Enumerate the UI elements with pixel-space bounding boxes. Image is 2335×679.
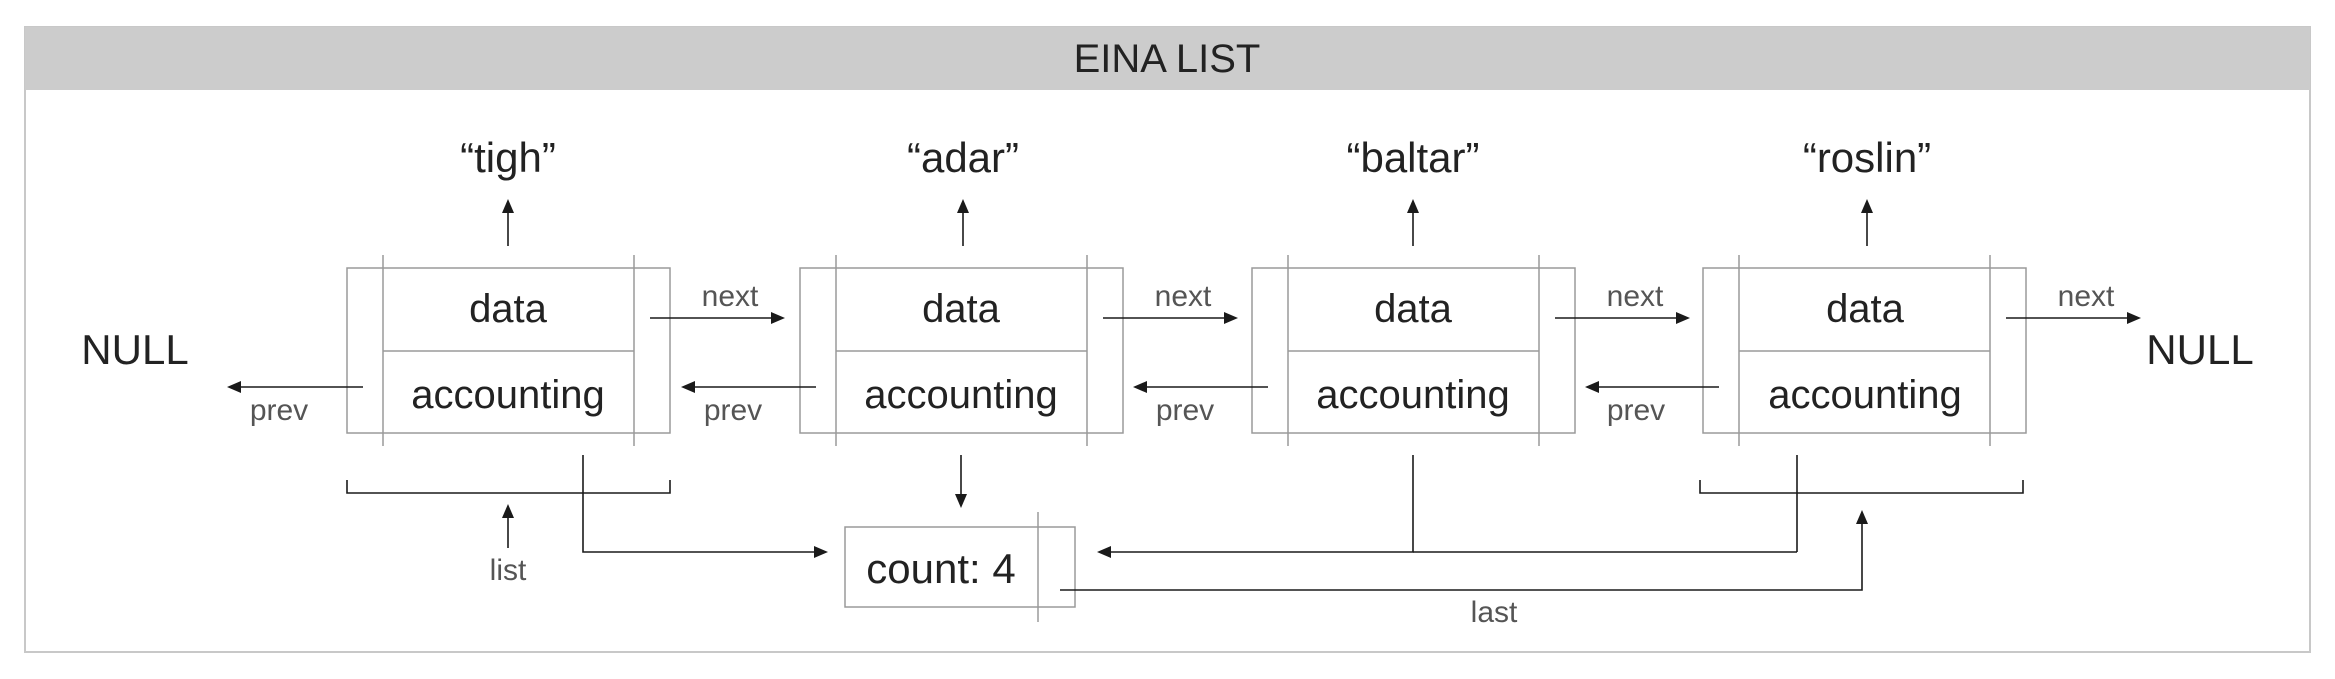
node-2-data-field: data	[922, 287, 1001, 331]
list-node-2: data accounting “adar”	[799, 134, 1124, 446]
list-label: list	[490, 554, 527, 587]
node-3-data-arrowhead	[1407, 199, 1419, 213]
list-node-3: data accounting “baltar”	[1251, 134, 1576, 446]
accounting-link-node-3-4	[1097, 455, 1798, 558]
list-head-bracket	[346, 480, 671, 494]
count-label: count: 4	[866, 545, 1015, 592]
prev-pointer-4: prev	[1585, 381, 1719, 427]
prev-pointer-1: prev	[227, 381, 363, 427]
list-pointer: list	[490, 504, 527, 587]
next-label-1: next	[702, 280, 759, 313]
next-pointer-2: next	[1103, 280, 1238, 324]
node-4-value: “roslin”	[1803, 134, 1931, 181]
node-3-accounting-field: accounting	[1316, 373, 1509, 417]
accounting-link-node-2	[955, 455, 967, 508]
accounting-link-node-1	[582, 455, 828, 558]
prev-pointer-3: prev	[1133, 381, 1268, 427]
count-box-rect	[844, 526, 1076, 608]
list-node-4: data accounting “roslin”	[1702, 134, 2027, 446]
last-label: last	[1471, 596, 1518, 629]
prev-label-3: prev	[1156, 394, 1214, 427]
node-4-data-field: data	[1826, 287, 1905, 331]
diagram-title: EINA LIST	[1074, 37, 1261, 81]
next-pointer-1: next	[650, 280, 785, 324]
node-3-value: “baltar”	[1346, 134, 1479, 181]
count-box: count: 4	[844, 512, 1076, 622]
node-1-value: “tigh”	[460, 134, 556, 181]
prev-pointer-2: prev	[681, 381, 816, 427]
node-2-accounting-field: accounting	[864, 373, 1057, 417]
null-left: NULL	[81, 326, 188, 373]
null-right: NULL	[2146, 326, 2253, 373]
node-1-accounting-field: accounting	[411, 373, 604, 417]
node-4-data-arrowhead	[1861, 199, 1873, 213]
next-label-4: next	[2058, 280, 2115, 313]
next-pointer-4: next	[2006, 280, 2141, 324]
node-3-data-field: data	[1374, 287, 1453, 331]
node-1-data-field: data	[469, 287, 548, 331]
node-2-value: “adar”	[907, 134, 1019, 181]
last-tail-bracket	[1699, 480, 2024, 494]
list-node-1: data accounting “tigh”	[346, 134, 671, 446]
prev-label-1: prev	[250, 394, 308, 427]
last-pointer: last	[1060, 510, 1868, 629]
node-2-data-arrowhead	[957, 199, 969, 213]
next-label-2: next	[1155, 280, 1212, 313]
next-label-3: next	[1607, 280, 1664, 313]
title-bar	[25, 27, 2310, 90]
node-1-data-arrowhead	[502, 199, 514, 213]
prev-label-2: prev	[704, 394, 762, 427]
node-4-accounting-field: accounting	[1768, 373, 1961, 417]
next-pointer-3: next	[1555, 280, 1690, 324]
prev-label-4: prev	[1607, 394, 1665, 427]
